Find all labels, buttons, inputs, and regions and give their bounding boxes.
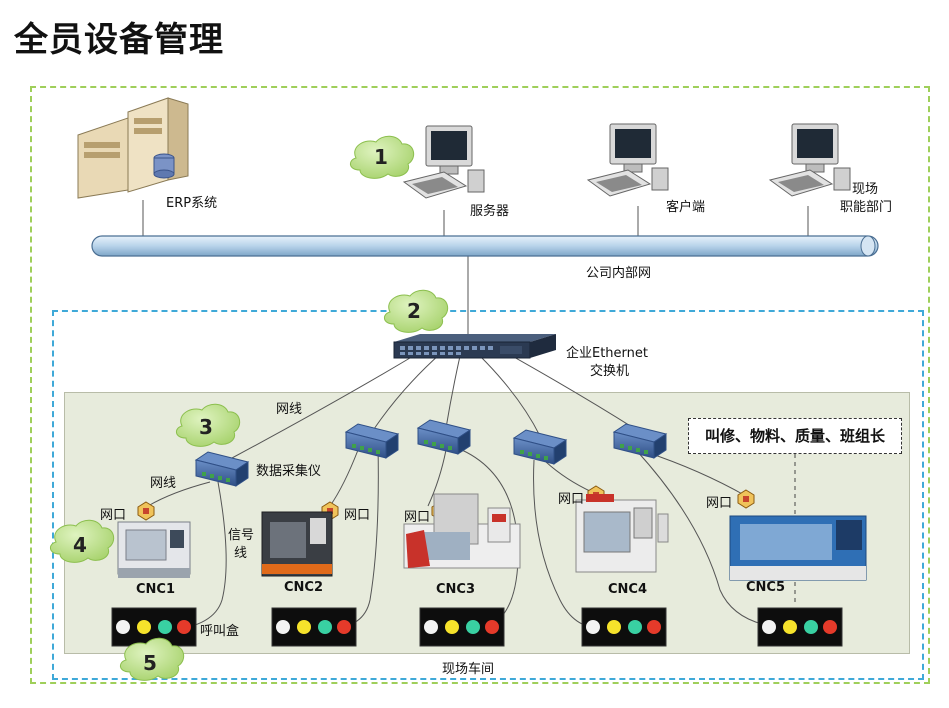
cnc-machine-icon (729, 515, 867, 581)
marker-bubble-1: 1 (350, 135, 415, 179)
call-box-lights (419, 607, 505, 647)
marker-number: 1 (374, 145, 388, 169)
data-collector-icon (416, 419, 472, 455)
marker-bubble-4: 4 (50, 519, 115, 563)
port-label: 网口 (558, 492, 585, 507)
data-collector-icon (612, 423, 668, 459)
cable-label-top: 网线 (276, 402, 303, 417)
call-box-lights (271, 607, 357, 647)
field-dept-label-2: 职能部门 (840, 200, 893, 215)
call-box-lights (757, 607, 843, 647)
intranet-label: 公司内部网 (586, 266, 652, 281)
call-box-label: 呼叫盒 (200, 624, 240, 639)
network-zone (52, 310, 924, 680)
network-port-icon (737, 489, 755, 509)
network-port-icon (137, 501, 155, 521)
erp-label: ERP系统 (166, 196, 218, 211)
cnc-machine-icon (261, 511, 333, 577)
marker-number: 4 (73, 533, 87, 557)
erp-server-icon (77, 97, 189, 199)
server-pc-icon (402, 125, 485, 199)
cnc-machine-icon (575, 494, 669, 573)
port-label: 网口 (706, 496, 733, 511)
cnc-label: CNC1 (136, 582, 176, 597)
cnc-label: CNC5 (746, 580, 786, 595)
cable-label-left: 网线 (150, 476, 177, 491)
ethernet-switch-icon (393, 334, 556, 359)
cnc-label: CNC2 (284, 580, 324, 595)
collector-label: 数据采集仪 (256, 464, 322, 479)
client-label: 客户端 (666, 200, 706, 215)
cnc-label: CNC4 (608, 582, 648, 597)
marker-bubble-2: 2 (384, 289, 449, 333)
intranet-bus (91, 235, 879, 257)
page-title: 全员设备管理 (14, 20, 224, 60)
signal-label-2: 线 (234, 546, 248, 561)
port-label: 网口 (100, 508, 127, 523)
server-label: 服务器 (470, 204, 510, 219)
marker-bubble-5: 5 (120, 637, 185, 681)
cnc-label: CNC3 (436, 582, 476, 597)
callout-text: 叫修、物料、质量、班组长 (704, 427, 885, 445)
call-box-lights (581, 607, 667, 647)
field-dept-label-1: 现场 (852, 182, 879, 197)
port-label: 网口 (404, 510, 431, 525)
marker-bubble-3: 3 (176, 403, 241, 447)
workshop-label: 现场车间 (442, 662, 495, 677)
field-dept-pc-icon (768, 123, 851, 197)
call-types-callout: 叫修、物料、质量、班组长 (688, 418, 902, 454)
data-collector-icon (194, 451, 250, 487)
cnc-machine-icon (403, 493, 521, 569)
company-zone (30, 86, 930, 684)
marker-number: 5 (143, 651, 157, 675)
data-collector-icon (344, 423, 400, 459)
switch-label-2: 交换机 (590, 364, 630, 379)
marker-number: 2 (407, 299, 421, 323)
switch-label-1: 企业Ethernet (566, 346, 648, 361)
port-label: 网口 (344, 508, 371, 523)
signal-label-1: 信号 (228, 528, 255, 543)
marker-number: 3 (199, 415, 213, 439)
cnc-machine-icon (117, 521, 191, 578)
client-pc-icon (586, 123, 669, 197)
data-collector-icon (512, 429, 568, 465)
